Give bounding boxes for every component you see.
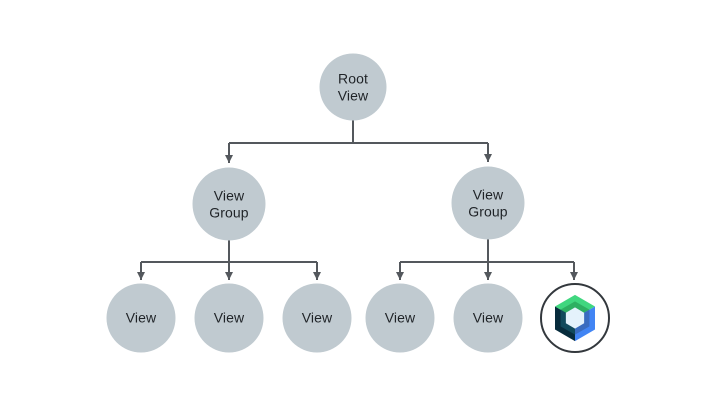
jetpack-compose-logo-icon [555,294,595,342]
logo-center-hexagon [565,307,585,329]
node-view-group-right: View Group [451,166,525,240]
node-label-line-1: Root [338,70,368,86]
node-root-view: Root View [319,53,387,121]
node-view-1: View [106,283,176,353]
node-label-line-2: View [337,87,369,103]
node-label: View [384,309,416,326]
node-view-group-left: View Group [192,167,266,241]
node-label: View [301,309,333,326]
node-view-3: View [282,283,352,353]
node-view-5: View [453,283,523,353]
node-label-line-1: View [213,187,245,203]
node-label-line-2: Group [468,203,508,219]
node-label: View [472,309,504,326]
node-jetpack-compose [540,283,610,353]
node-label: View [213,309,245,326]
node-label: View [125,309,157,326]
node-view-4: View [365,283,435,353]
node-label-line-1: View [472,186,504,202]
node-view-2: View [194,283,264,353]
node-label-line-2: Group [209,204,249,220]
